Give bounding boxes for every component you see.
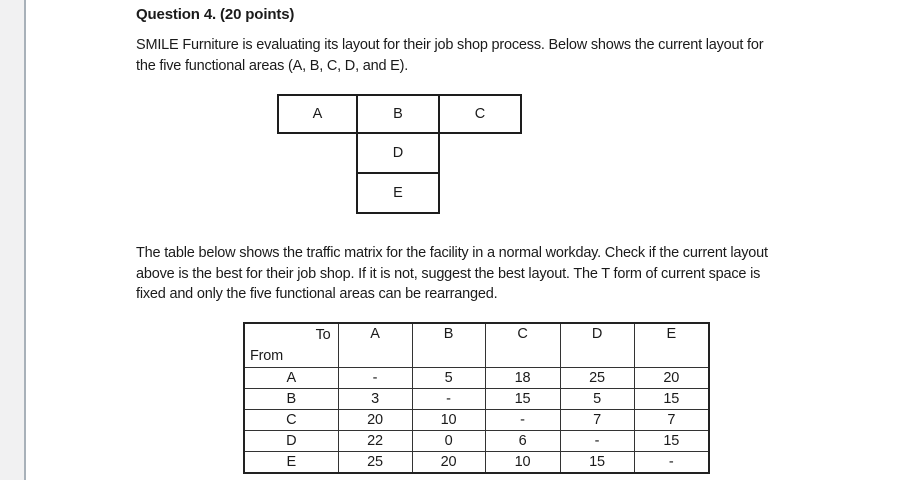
area-label-b: B [393,106,403,122]
body-line-3: fixed and only the five functional areas… [136,286,498,302]
col-header-b: B [411,322,486,368]
area-label-e: E [393,185,403,201]
row-label-a: A [243,366,339,389]
page-margin-gutter [0,0,26,480]
cell-b-a: 3 [337,387,413,410]
cell-b-b: - [411,387,486,410]
cell-a-d: 25 [559,366,635,389]
body-line-1: The table below shows the traffic matrix… [136,245,768,261]
cell-a-a: - [337,366,413,389]
intro-line-2: the five functional areas (A, B, C, D, a… [136,58,409,74]
cell-b-e: 15 [633,387,710,410]
corner-cell: To From [243,322,339,368]
cell-c-b: 10 [411,408,486,431]
area-label-a: A [312,106,323,122]
area-label-c: C [474,106,486,122]
matrix-row-e: E 25 20 10 15 - [243,450,710,473]
body-line-2: above is the best for their job shop. If… [136,265,761,282]
matrix-row-c: C 20 10 - 7 7 [243,408,710,431]
matrix-header-row: To From A B C D E [243,322,710,368]
matrix-row-b: B 3 - 15 5 15 [243,387,710,410]
col-header-c: C [484,322,561,368]
question-title: Question 4. (20 points) [136,6,295,23]
matrix-row-d: D 22 0 6 - 15 [243,429,710,452]
cell-d-e: 15 [633,429,710,452]
cell-e-a: 25 [337,450,413,473]
cell-e-b: 20 [411,450,486,473]
area-box-d: D [356,132,440,174]
area-box-e: E [356,172,440,214]
cell-c-d: 7 [559,408,635,431]
cell-a-c: 18 [484,366,561,389]
area-box-a: A [277,94,358,134]
cell-b-d: 5 [559,387,635,410]
cell-a-b: 5 [411,366,486,389]
body-paragraph: The table below shows the traffic matrix… [136,243,768,305]
intro-line-1: SMILE Furniture is evaluating its layout… [136,37,764,53]
corner-from-label: From [250,348,284,364]
cell-a-e: 20 [633,366,710,389]
matrix-row-a: A - 5 18 25 20 [243,366,710,389]
row-label-c: C [243,408,339,431]
area-label-d: D [392,145,404,161]
area-box-c: C [438,94,522,134]
cell-c-a: 20 [337,408,413,431]
cell-e-c: 10 [484,450,561,473]
col-header-d: D [559,322,635,368]
cell-c-c: - [484,408,561,431]
traffic-matrix-table: To From A B C D E A - 5 18 25 20 B 3 - 1… [243,322,710,474]
corner-to-label: To [315,327,331,343]
cell-d-c: 6 [484,429,561,452]
row-label-d: D [243,429,339,452]
cell-e-d: 15 [559,450,635,473]
cell-b-c: 15 [484,387,561,410]
document-page: Question 4. (20 points) SMILE Furniture … [28,0,922,480]
cell-c-e: 7 [633,408,710,431]
row-label-b: B [243,387,339,410]
area-box-b: B [356,94,440,134]
intro-paragraph: SMILE Furniture is evaluating its layout… [136,35,764,77]
col-header-a: A [337,322,413,368]
row-label-e: E [243,450,339,473]
cell-d-d: - [559,429,635,452]
cell-d-b: 0 [411,429,486,452]
cell-d-a: 22 [337,429,413,452]
col-header-e: E [633,322,710,368]
cell-e-e: - [633,450,710,473]
